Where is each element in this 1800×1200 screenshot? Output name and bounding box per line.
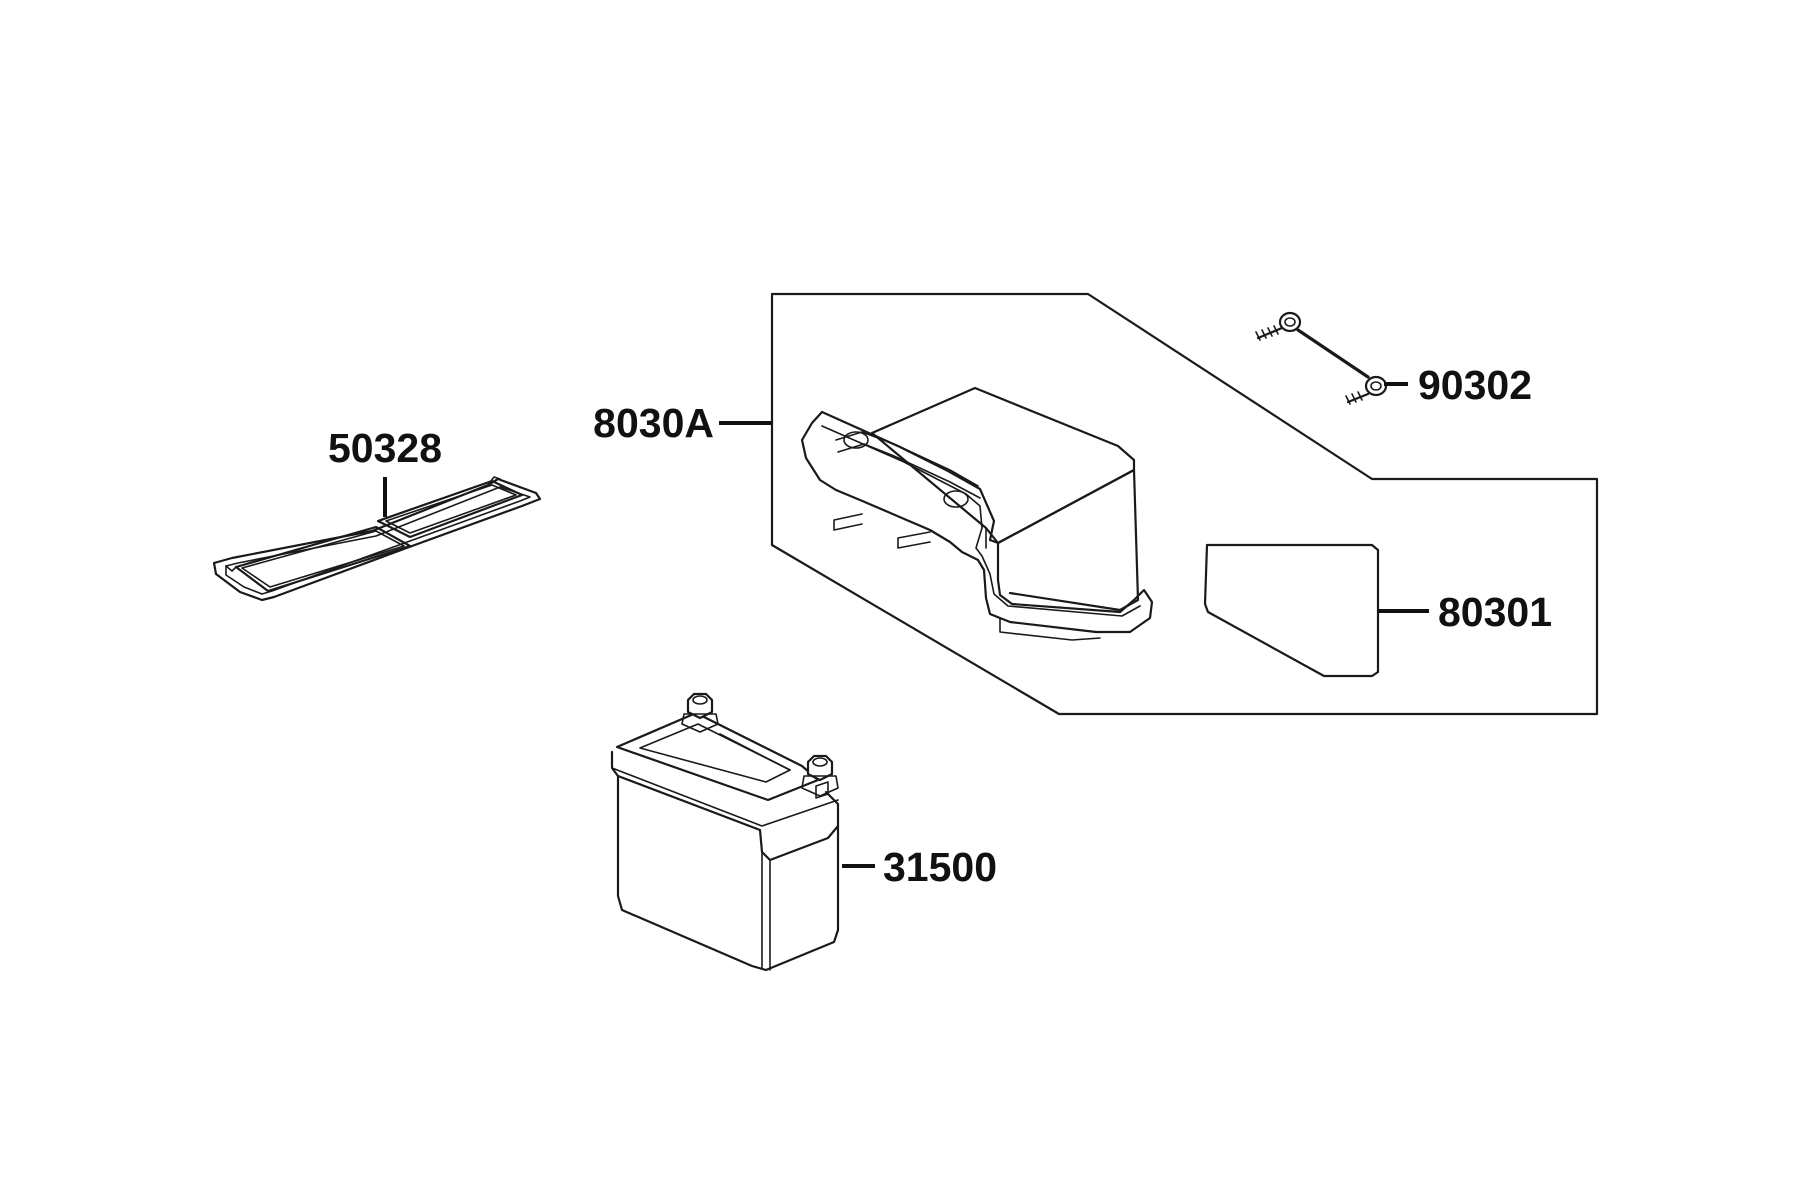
part-label-80301: 80301 (1438, 589, 1552, 635)
part-label-90302: 90302 (1418, 362, 1532, 408)
part-8030A-frame (770, 292, 1599, 716)
part-label-8030A: 8030A (593, 400, 714, 446)
part-31500-drawing (610, 692, 840, 972)
part-label-50328: 50328 (328, 425, 442, 471)
part-50328-drawing (212, 476, 542, 602)
leader-lines (383, 382, 1429, 868)
part-labels: 50328 8030A 90302 80301 31500 (328, 362, 1552, 890)
part-80301-drawing (1203, 543, 1380, 678)
part-label-31500: 31500 (883, 844, 997, 890)
part-90302-drawing (1255, 311, 1388, 405)
part-8030A-drawing (800, 386, 1154, 641)
